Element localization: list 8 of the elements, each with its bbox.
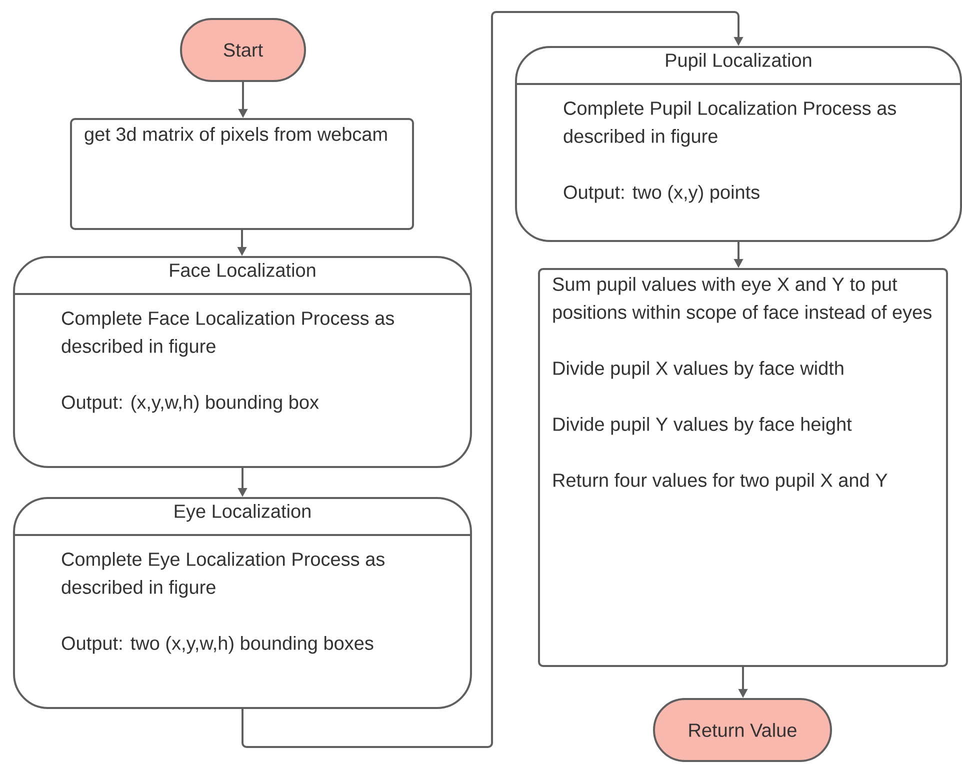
process-box: Sum pupil values with eye X and Y to put positions within scope of face instead of eyes Divide pupil X values by face width Divide pupil Y values by face height Return four values for two pupil X and Y [538, 268, 948, 667]
process-box: Eye Localization Complete Eye Localization Process as described in figure Output: two (x,y,w,h) bounding boxes [13, 497, 472, 709]
process-box: Face Localization Complete Face Localization Process as described in figure Output: (x,y,w,h) bounding box [13, 256, 472, 468]
process-box: Pupil Localization Complete Pupil Localization Process as described in figure Output: two (x,y) points [515, 46, 962, 242]
terminal-pill: Start [180, 18, 306, 82]
arrow [242, 11, 744, 748]
process-box: get 3d matrix of pixels from webcam [70, 118, 414, 230]
terminal-pill: Return Value [653, 698, 832, 762]
